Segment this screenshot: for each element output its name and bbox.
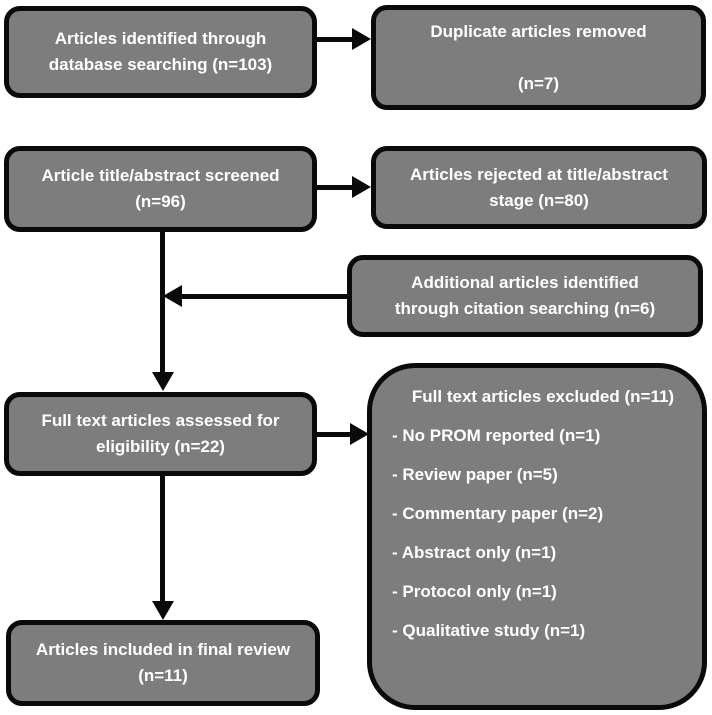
excluded-item: - Qualitative study (n=1)	[392, 621, 586, 640]
box-included-final-review: Articles included in final review (n=11)	[6, 620, 320, 706]
box-title-abstract-screened-label: Article title/abstract screened (n=96)	[41, 166, 280, 211]
box-rejected-title-abstract: Articles rejected at title/abstract stag…	[371, 146, 707, 229]
arrow-citation-to-flow-line	[182, 294, 347, 299]
arrow-right-icon	[352, 176, 371, 198]
excluded-item: - Review paper (n=5)	[392, 465, 558, 484]
excluded-item: - Commentary paper (n=2)	[392, 504, 604, 523]
connector-fulltext-to-included-line	[160, 475, 165, 602]
arrow-right-icon	[352, 28, 371, 50]
excluded-item: - Protocol only (n=1)	[392, 582, 557, 601]
arrow-screened-to-rejected-line	[316, 185, 353, 190]
arrow-fulltext-to-excluded-line	[316, 432, 351, 437]
excluded-heading: Full text articles excluded (n=11)	[411, 387, 675, 406]
excluded-item: - No PROM reported (n=1)	[392, 426, 601, 445]
arrow-right-icon	[350, 423, 369, 445]
box-citation-searching-label: Additional articles identified through c…	[394, 273, 656, 318]
box-citation-searching: Additional articles identified through c…	[347, 255, 703, 337]
box-articles-identified-label: Articles identified through database sea…	[48, 29, 273, 74]
arrow-left-icon	[163, 285, 182, 307]
box-duplicates-removed-label: Duplicate articles removed (n=7)	[430, 21, 647, 93]
arrow-down-icon	[152, 372, 174, 391]
box-duplicates-removed: Duplicate articles removed (n=7)	[371, 5, 706, 110]
excluded-item: - Abstract only (n=1)	[392, 543, 557, 562]
connector-screened-to-fulltext-line	[160, 231, 165, 373]
box-title-abstract-screened: Article title/abstract screened (n=96)	[4, 146, 317, 232]
box-included-final-review-label: Articles included in final review (n=11)	[35, 640, 291, 685]
box-articles-identified: Articles identified through database sea…	[4, 6, 317, 98]
arrow-identified-to-duplicates-line	[316, 37, 353, 42]
arrow-down-icon	[152, 601, 174, 620]
box-full-text-assessed-label: Full text articles assessed for eligibil…	[41, 411, 280, 456]
box-rejected-title-abstract-label: Articles rejected at title/abstract stag…	[410, 164, 668, 210]
box-full-text-excluded: Full text articles excluded (n=11) - No …	[367, 363, 707, 710]
box-full-text-assessed: Full text articles assessed for eligibil…	[4, 392, 317, 476]
